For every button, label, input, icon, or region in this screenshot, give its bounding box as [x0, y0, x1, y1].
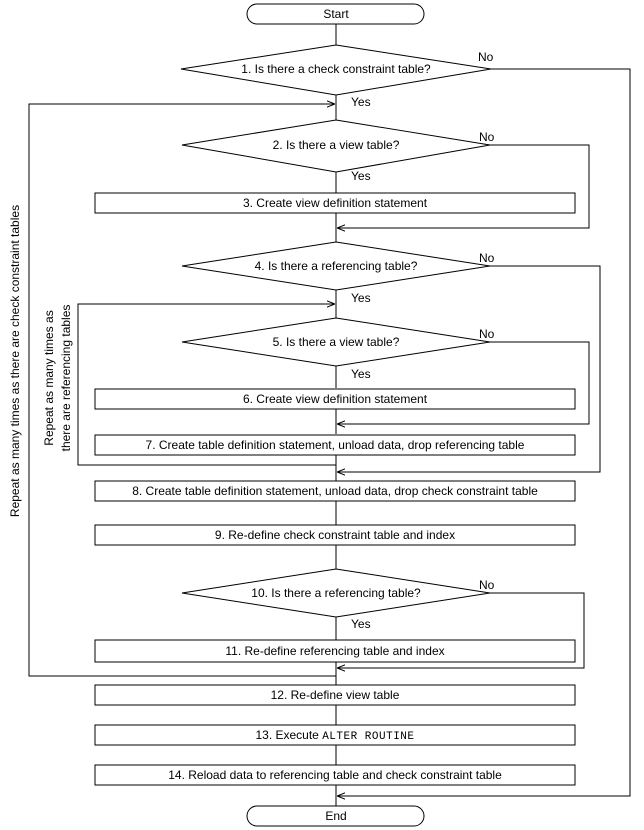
step-6-box: [94, 388, 576, 410]
outer-loop-arrow: [28, 104, 336, 677]
decision-1: [180, 44, 492, 96]
decision-2-label: 2. Is there a view table?: [273, 138, 400, 152]
no-label-d5: No: [479, 327, 495, 341]
yes-label-d4: Yes: [351, 291, 371, 305]
inner-loop-arrow: [77, 304, 336, 466]
yes-label-d1: Yes: [351, 95, 371, 109]
step-9-box: [94, 524, 576, 546]
no-branch-d5: [337, 341, 590, 424]
step-7-label: 7. Create table definition statement, un…: [146, 438, 525, 452]
step-6-label: 6. Create view definition statement: [243, 392, 428, 406]
step-13-box: [94, 724, 576, 746]
no-branch-d1: [337, 68, 631, 796]
step-14-label: 14. Reload data to referencing table and…: [168, 768, 502, 782]
start-terminal: [246, 3, 425, 25]
decision-5-label: 5. Is there a view table?: [273, 335, 400, 349]
step-7-box: [94, 434, 576, 456]
step-13-prefix: 13. Execute: [255, 728, 322, 742]
step-9-label: 9. Re-define check constraint table and …: [215, 528, 455, 542]
decision-4: [181, 241, 491, 291]
decision-2: [181, 119, 491, 173]
end-terminal: [246, 805, 425, 827]
step-13-code: ALTER ROUTINE: [322, 731, 414, 743]
no-branch-d4: [337, 265, 601, 472]
decision-10: [181, 568, 491, 618]
decision-5: [181, 317, 491, 367]
inner-loop-label-line1: Repeat as many times as: [42, 310, 56, 445]
step-11-box: [94, 639, 576, 663]
yes-label-d2: Yes: [351, 169, 371, 183]
yes-label-d10: Yes: [351, 617, 371, 631]
step-3-label: 3. Create view definition statement: [243, 196, 428, 210]
step-8-box: [94, 480, 576, 502]
end-label: End: [325, 809, 346, 823]
step-3-box: [94, 192, 576, 214]
decision-1-label: 1. Is there a check constraint table?: [241, 62, 431, 76]
step-13-label: 13. Execute ALTER ROUTINE: [255, 728, 414, 743]
step-12-label: 12. Re-define view table: [271, 688, 400, 702]
outer-loop-label: Repeat as many times as there are check …: [8, 205, 22, 517]
no-label-d10: No: [479, 578, 495, 592]
step-8-label: 8. Create table definition statement, un…: [132, 484, 538, 498]
yes-label-d5: Yes: [351, 367, 371, 381]
inner-loop-label-line2: there are referencing tables: [59, 305, 73, 452]
decision-10-label: 10. Is there a referencing table?: [251, 586, 421, 600]
no-label-d4: No: [479, 251, 495, 265]
no-branch-d10: [337, 592, 585, 668]
start-label: Start: [323, 7, 349, 21]
decision-4-label: 4. Is there a referencing table?: [255, 259, 418, 273]
step-14-box: [94, 764, 576, 786]
no-label-d2: No: [479, 130, 495, 144]
no-label-d1: No: [478, 50, 494, 64]
step-12-box: [94, 684, 576, 706]
no-branch-d2: [337, 144, 590, 228]
step-11-label: 11. Re-define referencing table and inde…: [225, 644, 444, 658]
